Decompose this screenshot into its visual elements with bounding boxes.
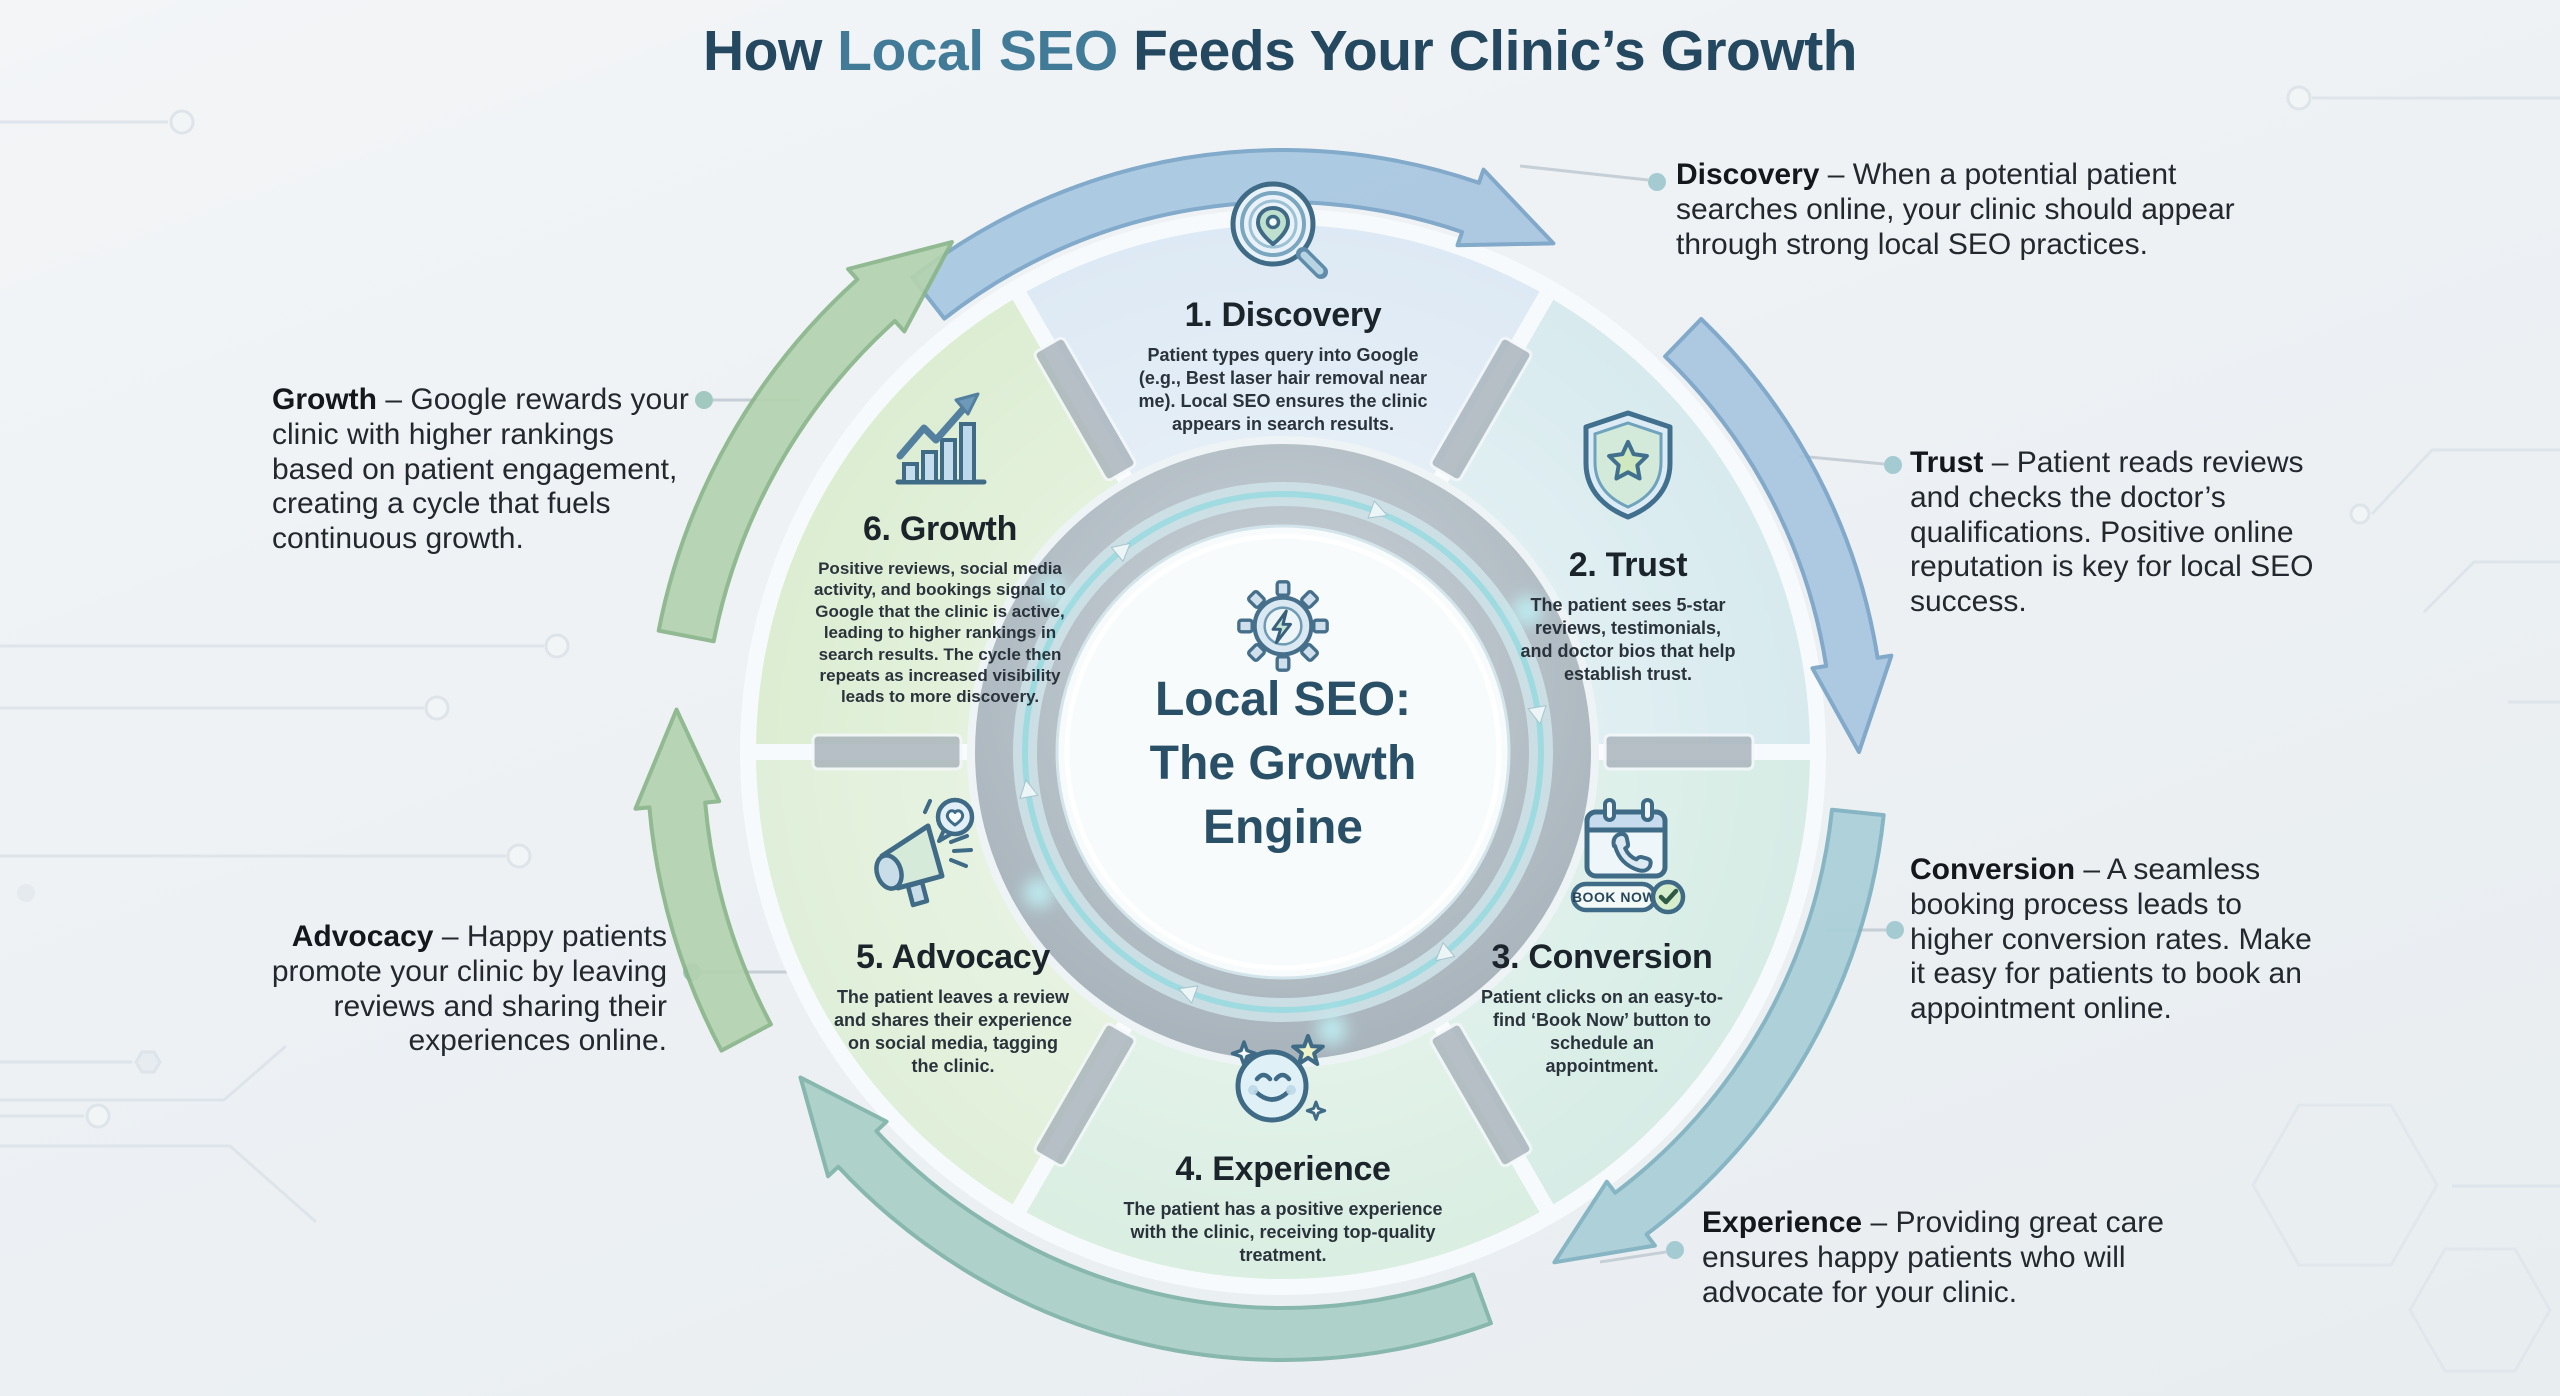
note-body-growth: – Google rewards your clinic with higher…	[272, 383, 689, 556]
segment-title-advocacy: 5. Advocacy	[856, 938, 1050, 976]
note-lead-advocacy: Advocacy	[291, 920, 434, 953]
note-body-trust: – Patient reads reviews and checks the d…	[1910, 446, 2314, 619]
shield-star-icon	[1583, 410, 1673, 520]
note-advocacy: Advocacy – Happy patients promote your c…	[187, 920, 667, 1059]
note-experience: Experience – Providing great care ensure…	[1702, 1206, 2262, 1310]
connector-dot-growth	[695, 391, 713, 409]
book-now-label: BOOK NOW	[1572, 889, 1656, 905]
title-suffix: Feeds Your Clinic’s Growth	[1117, 19, 1857, 83]
segment-title-conversion: 3. Conversion	[1491, 938, 1713, 976]
note-discovery: Discovery – When a potential patient sea…	[1676, 158, 2316, 262]
note-growth: Growth – Google rewards your clinic with…	[272, 383, 712, 557]
segment-growth: 6. Growth Positive reviews, social media…	[790, 510, 1090, 708]
title-highlight: Local SEO	[837, 19, 1118, 83]
calendar-phone-icon: BOOK NOW	[1570, 798, 1686, 915]
connector-dot-experience	[1666, 1241, 1684, 1259]
segment-description-advocacy: The patient leaves a review and shares t…	[833, 987, 1073, 1076]
gear-lightning-icon	[1237, 580, 1329, 672]
note-body-experience: – Providing great care ensures happy pat…	[1702, 1206, 2164, 1309]
segment-advocacy: 5. Advocacy The patient leaves a review …	[793, 938, 1113, 1077]
segment-experience: 4. Experience The patient has a positive…	[1063, 1150, 1503, 1267]
circuit-traces	[0, 85, 2560, 1373]
segment-discovery: 1. Discovery Patient types query into Go…	[1083, 296, 1483, 435]
note-lead-trust: Trust	[1910, 446, 1984, 479]
connector-dot-trust	[1884, 456, 1902, 474]
segment-conversion: 3. Conversion Patient clicks on an easy-…	[1442, 938, 1762, 1077]
smiley-stars-icon	[1230, 1034, 1327, 1123]
connector-line-discovery	[1519, 164, 1649, 182]
segment-title-experience: 4. Experience	[1175, 1150, 1391, 1188]
note-body-advocacy: – Happy patients promote your clinic by …	[271, 920, 667, 1058]
connector-line-experience	[1599, 1250, 1667, 1264]
segment-trust: 2. Trust The patient sees 5-star reviews…	[1468, 546, 1788, 685]
center-hub-label: Local SEO: The Growth Engine	[1149, 673, 1417, 854]
segment-title-growth: 6. Growth	[862, 510, 1018, 548]
note-lead-conversion: Conversion	[1910, 853, 2076, 886]
segment-description-discovery: Patient types query into Google (e.g., B…	[1138, 345, 1428, 434]
segment-description-growth: Positive reviews, social media activity,…	[814, 559, 1066, 707]
connector-line-trust	[1797, 454, 1885, 466]
note-body-conversion: – A seamless booking process leads to hi…	[1910, 853, 2312, 1026]
page-title: How Local SEO Feeds Your Clinic’s Growth	[0, 18, 2560, 84]
note-lead-experience: Experience	[1702, 1206, 1863, 1239]
note-conversion: Conversion – A seamless booking process …	[1910, 853, 2430, 1027]
note-trust: Trust – Patient reads reviews and checks…	[1910, 446, 2430, 620]
note-body-discovery: – When a potential patient searches onli…	[1676, 158, 2235, 261]
connector-dot-conversion	[1886, 921, 1904, 939]
segment-title-trust: 2. Trust	[1568, 546, 1688, 584]
segment-description-experience: The patient has a positive experience wi…	[1123, 1199, 1443, 1265]
note-lead-growth: Growth	[272, 383, 377, 416]
title-prefix: How	[703, 19, 838, 83]
megaphone-icon	[874, 797, 975, 908]
segment-title-discovery: 1. Discovery	[1184, 296, 1382, 334]
segment-description-conversion: Patient clicks on an easy-to- find ‘Book…	[1480, 987, 1724, 1076]
note-lead-discovery: Discovery	[1676, 158, 1820, 191]
connector-dot-discovery	[1648, 173, 1666, 191]
bar-chart-arrow-icon	[895, 392, 987, 485]
search-location-icon	[1230, 181, 1328, 279]
segment-description-trust: The patient sees 5-star reviews, testimo…	[1520, 595, 1736, 684]
